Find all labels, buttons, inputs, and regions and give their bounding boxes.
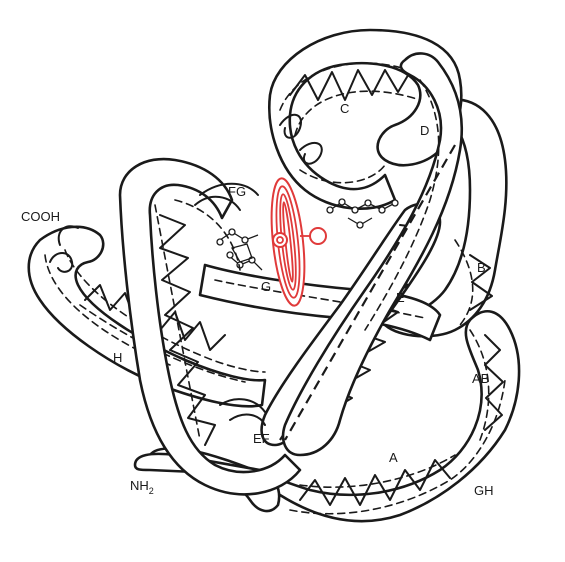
helix-d-region	[283, 53, 462, 455]
label-nh-subscript: 2	[149, 486, 154, 496]
label-h: H	[113, 350, 122, 365]
label-e: E	[396, 290, 405, 305]
label-b: B	[477, 260, 486, 275]
label-gh: GH	[474, 483, 494, 498]
label-nh: NH	[130, 478, 149, 493]
label-ab: AB	[472, 371, 489, 386]
label-d: D	[420, 123, 429, 138]
label-a: A	[389, 450, 398, 465]
label-nh2: NH2	[130, 478, 154, 496]
label-ef: EF	[253, 431, 270, 446]
label-g: G	[261, 279, 271, 294]
label-fg: FG	[228, 184, 246, 199]
label-cooh: COOH	[21, 209, 60, 224]
label-c: C	[340, 101, 349, 116]
